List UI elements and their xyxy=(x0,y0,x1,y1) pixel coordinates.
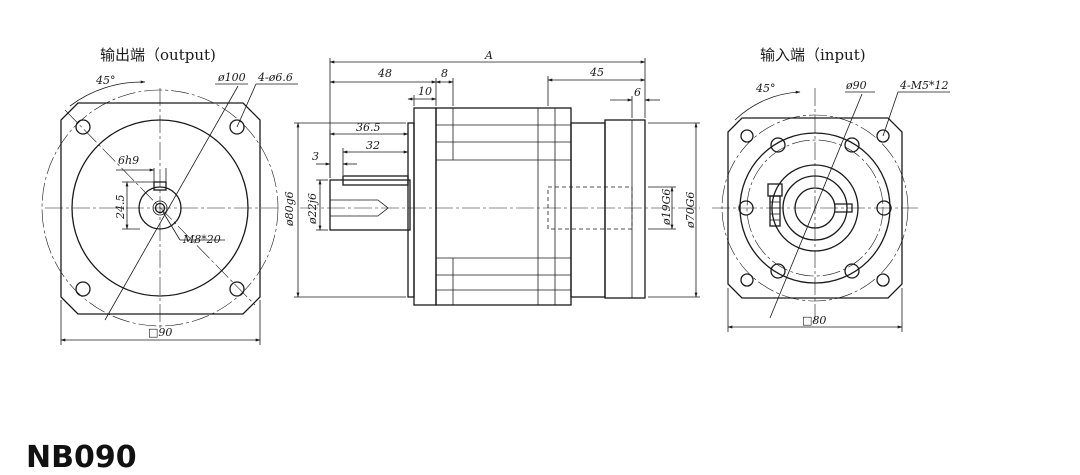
output-view: 输出端（output) 45° ø100 4-ø6.6 xyxy=(41,46,298,345)
side-d36-5-label: 36.5 xyxy=(356,121,381,134)
output-mounting-holes xyxy=(75,119,245,297)
input-clamp-screw-head xyxy=(767,183,783,197)
output-angle-label: 45° xyxy=(95,74,116,87)
side-d48-label: 48 xyxy=(377,67,392,80)
input-clamp-screw xyxy=(769,195,781,227)
output-square-label: □90 xyxy=(148,326,172,339)
output-pcd-leader xyxy=(104,85,239,321)
output-thread-label: M8*20 xyxy=(182,233,221,246)
side-overall-label: A xyxy=(484,49,493,62)
side-output-shaft xyxy=(329,179,411,231)
side-d3-label: 3 xyxy=(312,150,319,163)
side-body xyxy=(435,107,572,306)
side-d45-label: 45 xyxy=(589,66,604,79)
side-d6-label: 6 xyxy=(634,86,641,99)
side-adapter xyxy=(570,122,606,298)
input-square-label: □80 xyxy=(802,314,826,327)
input-angle-label: 45° xyxy=(755,82,776,95)
side-shaft-label: ø22j6 xyxy=(306,193,319,225)
input-pcd-leader xyxy=(769,93,863,319)
output-flange xyxy=(60,102,261,315)
input-motor-holes xyxy=(738,137,892,279)
input-title: 输入端（input) xyxy=(760,46,866,64)
input-flange xyxy=(727,117,903,299)
output-pcd-label: ø100 xyxy=(217,71,246,84)
output-holes-label: 4-ø6.6 xyxy=(257,71,293,84)
side-input-flange xyxy=(604,119,646,299)
model-name: NB090 xyxy=(26,440,137,475)
side-flange xyxy=(413,107,437,306)
side-view: A 48 8 10 36.5 32 3 45 6 xyxy=(283,49,700,306)
output-title: 输出端（output) xyxy=(100,46,216,64)
output-diag-line xyxy=(64,109,256,306)
side-d32-label: 32 xyxy=(366,139,380,152)
output-key-width-label: 6h9 xyxy=(118,154,139,167)
side-d10-label: 10 xyxy=(418,85,432,98)
output-key-height-label: 24.5 xyxy=(114,195,127,221)
side-pilot xyxy=(407,122,415,298)
side-pilot-label: ø80g6 xyxy=(283,191,296,227)
input-pcd-label: ø90 xyxy=(845,79,867,92)
input-view: 输入端（input) 45° ø90 xyxy=(712,46,950,332)
side-spigot-label: ø70G6 xyxy=(684,192,697,229)
side-bore-label: ø19G6 xyxy=(660,189,673,226)
input-corner-holes xyxy=(740,129,890,287)
input-holes-label: 4-M5*12 xyxy=(899,79,948,92)
side-d8-label: 8 xyxy=(441,67,448,80)
